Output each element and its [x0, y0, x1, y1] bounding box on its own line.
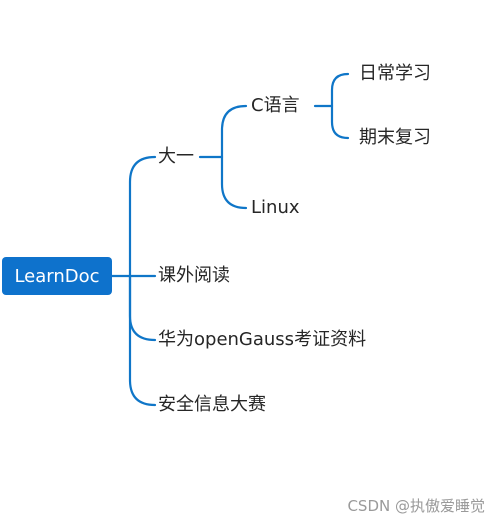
- node-linux[interactable]: Linux: [251, 197, 300, 218]
- node-qimo-fuxi[interactable]: 期末复习: [359, 127, 431, 148]
- connector-trunk-huawei: [128, 274, 157, 342]
- node-huawei-opengauss[interactable]: 华为openGauss考证资料: [158, 329, 367, 350]
- node-richang-xuexi[interactable]: 日常学习: [359, 63, 431, 84]
- connector-daiyi-c: [220, 104, 248, 159]
- node-daiyi[interactable]: 大一: [158, 146, 194, 167]
- connector-c-richang: [330, 72, 350, 108]
- node-anquan-xinxi[interactable]: 安全信息大赛: [158, 394, 266, 415]
- watermark: CSDN @执傲爱睡觉: [347, 497, 485, 515]
- connector-c-qimo: [330, 104, 350, 140]
- root-node[interactable]: LearnDoc: [2, 257, 112, 295]
- connector-trunk-daiyi: [128, 155, 157, 278]
- connector-trunk-anquan: [128, 274, 157, 407]
- root-node-label: LearnDoc: [14, 265, 100, 287]
- connector-daiyi-linux: [220, 155, 248, 210]
- node-kewai-yuedu[interactable]: 课外阅读: [158, 265, 230, 286]
- node-c-language[interactable]: C语言: [251, 95, 300, 116]
